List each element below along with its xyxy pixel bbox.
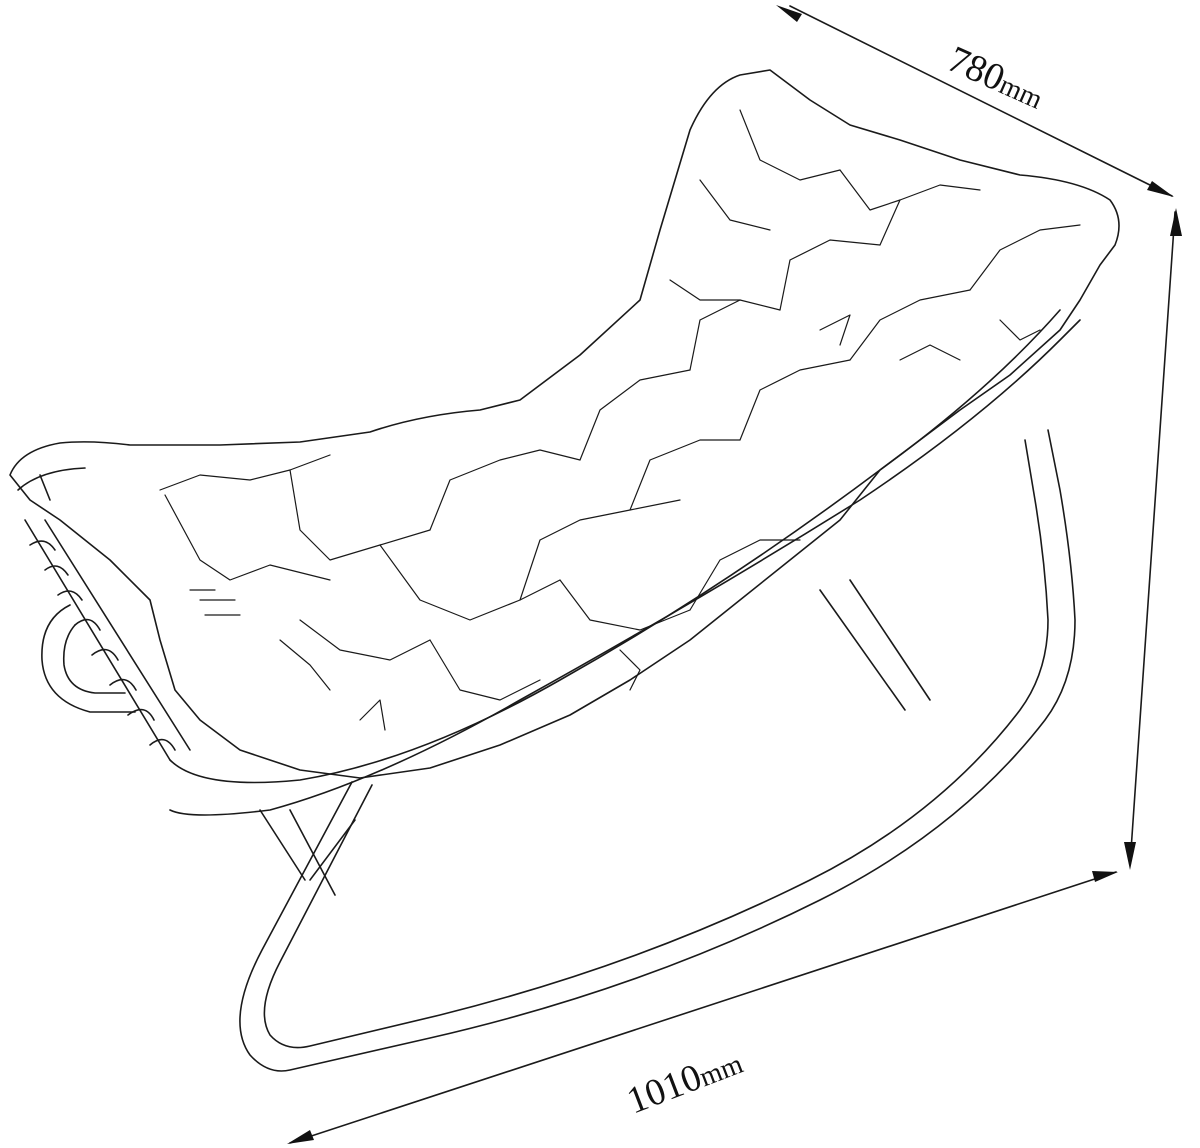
- cushion-tufts: [159, 109, 1081, 731]
- front-legs: [259, 579, 931, 896]
- dimension-label-height: 740mm: [1193, 506, 1200, 607]
- dimension-line-width: [289, 871, 1117, 1144]
- wrapped-rail: [24, 519, 191, 761]
- dimension-line-height: [1129, 211, 1176, 866]
- dimension-line-depth: [789, 5, 1173, 197]
- dimension-arrowheads: [287, 5, 1182, 1144]
- cushion-outline: [9, 69, 1120, 779]
- height-value: 740: [1193, 550, 1200, 607]
- rocker-base-frame: [239, 429, 1076, 1072]
- seat-side-rail: [169, 309, 1081, 816]
